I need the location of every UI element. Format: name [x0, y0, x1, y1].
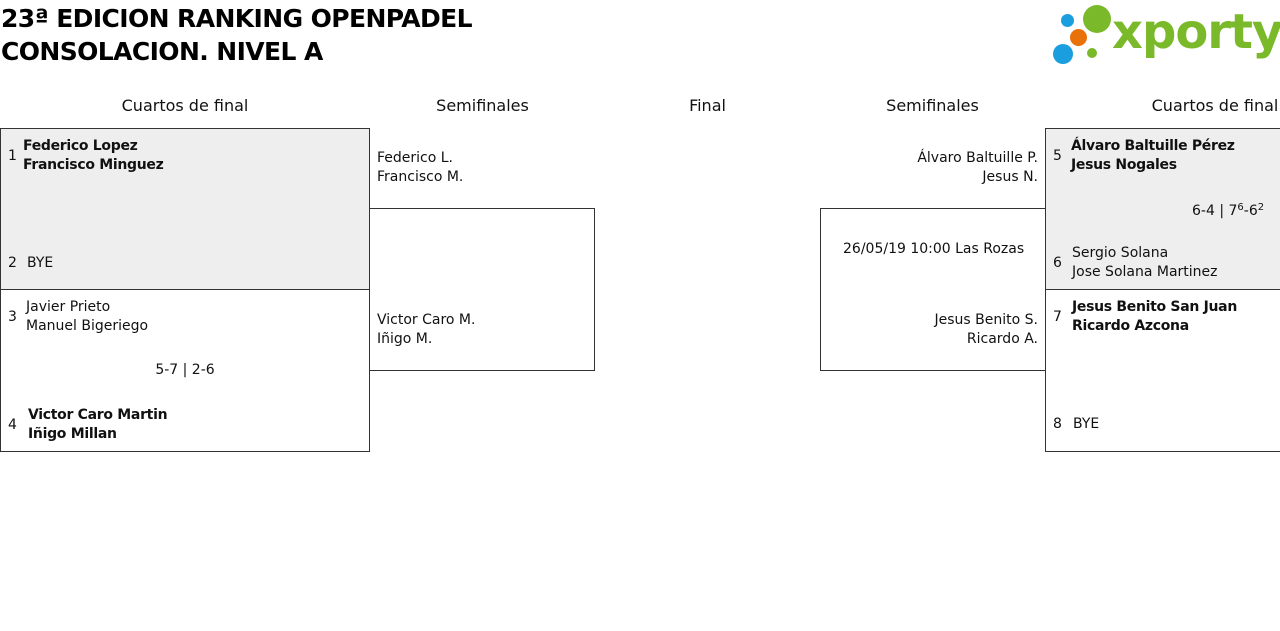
seed-number: 1 [8, 148, 17, 164]
round-header-qf-left: Cuartos de final [121, 96, 249, 115]
team-name: Jesus Benito S. Ricardo A. [831, 311, 1038, 349]
player-name: Iñigo M. [377, 331, 433, 347]
seed-number: 3 [8, 309, 17, 325]
team-name: BYE [27, 254, 53, 273]
match-qf-left-2[interactable]: 3 Javier Prieto Manuel Bigeriego 5-7 | 2… [0, 289, 370, 452]
logo-dot-orange [1070, 29, 1087, 46]
team-name: Javier Prieto Manuel Bigeriego [26, 298, 148, 336]
seed-number: 6 [1053, 255, 1062, 271]
player-name: BYE [27, 255, 54, 271]
team-name: Álvaro Baltuille P. Jesus N. [840, 149, 1038, 187]
team-name: Victor Caro M. Iñigo M. [377, 311, 475, 349]
player-name: Jesus N. [982, 169, 1038, 185]
title-line-1: 23ª EDICION RANKING OPENPADEL [1, 4, 473, 33]
player-name: Francisco M. [377, 169, 464, 185]
player-name: Álvaro Baltuille Pérez [1071, 138, 1235, 154]
page-title: 23ª EDICION RANKING OPENPADEL CONSOLACIO… [1, 2, 473, 68]
match-sf-right[interactable]: 26/05/19 10:00 Las Rozas Jesus Benito S.… [820, 208, 1046, 371]
round-header-sf-right: Semifinales [886, 96, 979, 115]
logo-dot-green [1083, 5, 1111, 33]
match-qf-right-1[interactable]: 5 Álvaro Baltuille Pérez Jesus Nogales 6… [1045, 128, 1280, 290]
player-name: Federico Lopez [23, 138, 138, 154]
team-name: BYE [1073, 415, 1099, 434]
seed-number: 8 [1053, 416, 1062, 432]
player-name: Victor Caro M. [377, 312, 476, 328]
logo-wordmark: xporty [1112, 4, 1280, 60]
match-schedule-info: 26/05/19 10:00 Las Rozas [843, 241, 1025, 257]
player-name: Victor Caro Martin [28, 407, 168, 423]
player-name: Álvaro Baltuille P. [917, 150, 1038, 166]
team-name: Sergio Solana Jose Solana Martinez [1072, 244, 1218, 282]
logo-dot-green-small [1087, 48, 1097, 58]
player-name: Manuel Bigeriego [26, 318, 149, 334]
match-qf-right-2[interactable]: 7 Jesus Benito San Juan Ricardo Azcona 8… [1045, 289, 1280, 452]
player-name: Iñigo Millan [28, 426, 117, 442]
player-name: BYE [1073, 416, 1100, 432]
player-name: Jose Solana Martinez [1072, 264, 1218, 280]
round-header-final: Final [689, 96, 726, 115]
player-name: Jesus Benito S. [934, 312, 1038, 328]
team-name: Federico L. Francisco M. [377, 149, 463, 187]
match-sf-left[interactable]: Victor Caro M. Iñigo M. [369, 208, 595, 371]
player-name: Javier Prieto [26, 299, 111, 315]
logo-dot-blue-small [1061, 14, 1074, 27]
player-name: Ricardo Azcona [1072, 318, 1189, 334]
match-qf-left-1[interactable]: 1 Federico Lopez Francisco Minguez 2 BYE [0, 128, 370, 290]
seed-number: 2 [8, 255, 17, 271]
team-name-winner: Álvaro Baltuille Pérez Jesus Nogales [1071, 137, 1235, 175]
title-line-2: CONSOLACION. NIVEL A [1, 37, 323, 66]
team-name-winner: Jesus Benito San Juan Ricardo Azcona [1072, 298, 1237, 336]
player-name: Jesus Nogales [1071, 157, 1177, 173]
player-name: Federico L. [377, 150, 454, 166]
seed-number: 4 [8, 417, 17, 433]
player-name: Ricardo A. [966, 331, 1038, 347]
seed-number: 7 [1053, 309, 1062, 325]
seed-number: 5 [1053, 148, 1062, 164]
match-score: 6-4 | 76-62 [1192, 202, 1265, 220]
player-name: Francisco Minguez [23, 157, 164, 173]
round-header-qf-right: Cuartos de final [1151, 96, 1279, 115]
match-score: 5-7 | 2-6 [155, 362, 215, 378]
player-name: Jesus Benito San Juan [1072, 299, 1237, 315]
player-name: Sergio Solana [1072, 245, 1169, 261]
logo-dot-blue-large [1053, 44, 1073, 64]
team-name-winner: Victor Caro Martin Iñigo Millan [28, 406, 168, 444]
round-header-sf-left: Semifinales [436, 96, 529, 115]
team-name-winner: Federico Lopez Francisco Minguez [23, 137, 164, 175]
xporty-logo: xporty [1050, 2, 1280, 68]
